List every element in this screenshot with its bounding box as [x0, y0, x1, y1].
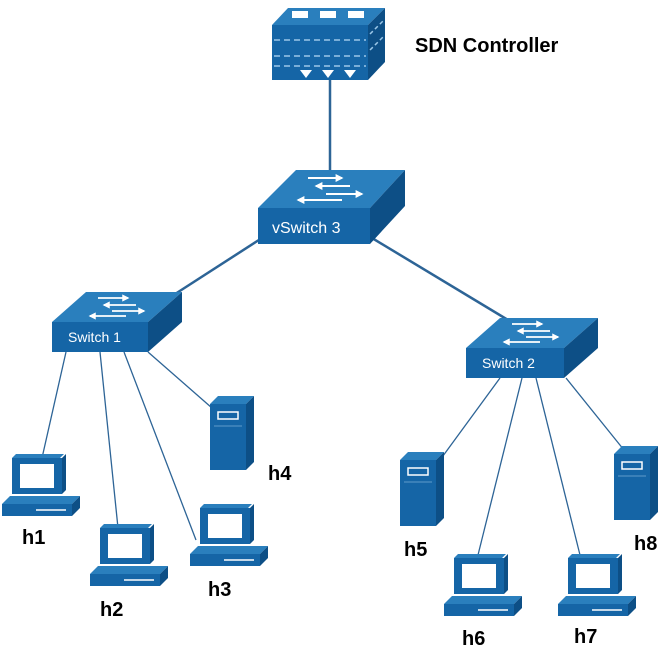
- host-h1-label: h1: [22, 527, 45, 549]
- host-h6[interactable]: [444, 554, 522, 616]
- link-switch1-h2: [99, 351, 119, 529]
- sdn-controller[interactable]: SDN Controller: [272, 8, 559, 80]
- host-h8-label: h8: [634, 533, 657, 555]
- link-switch2-h6: [477, 377, 523, 556]
- controller-label: SDN Controller: [415, 35, 559, 57]
- link-switch2-h7: [535, 377, 581, 556]
- workstation-icon: [444, 554, 522, 616]
- host-h3-label: h3: [208, 579, 231, 601]
- vswitch-label: vSwitch 3: [272, 220, 341, 237]
- server-icon: [400, 452, 444, 526]
- switch-1[interactable]: Switch 1: [52, 292, 182, 352]
- workstation-icon: [558, 554, 636, 616]
- link-switch1-h1: [41, 351, 67, 459]
- host-h6-label: h6: [462, 628, 485, 650]
- link-switch2-h8: [565, 377, 629, 456]
- host-links: [41, 351, 629, 556]
- switch-1-label: Switch 1: [68, 329, 121, 345]
- link-switch1-h3: [123, 351, 197, 541]
- server-icon: [210, 396, 254, 470]
- server-icon: [614, 446, 658, 520]
- link-switch1-h4: [147, 351, 213, 409]
- link-vswitch-switch1: [171, 236, 263, 298]
- controller-icon: [272, 8, 385, 80]
- host-h7[interactable]: [558, 554, 636, 616]
- host-h5[interactable]: [400, 452, 444, 526]
- host-h3[interactable]: [190, 504, 268, 566]
- links: [171, 78, 509, 322]
- workstation-icon: [90, 524, 168, 586]
- switch-icon: [52, 292, 182, 352]
- switch-icon: [258, 170, 405, 244]
- vswitch-3[interactable]: vSwitch 3: [258, 170, 405, 244]
- host-h7-label: h7: [574, 626, 597, 648]
- host-h4-label: h4: [268, 463, 292, 485]
- host-h4[interactable]: [210, 396, 254, 470]
- switch-2[interactable]: Switch 2: [466, 318, 598, 378]
- link-switch2-h5: [439, 377, 501, 461]
- host-h2-label: h2: [100, 599, 123, 621]
- switch-2-label: Switch 2: [482, 355, 535, 371]
- host-h2[interactable]: [90, 524, 168, 586]
- workstation-icon: [2, 454, 80, 516]
- host-h8[interactable]: [614, 446, 658, 520]
- host-h1[interactable]: [2, 454, 80, 516]
- link-vswitch-switch2: [371, 236, 509, 322]
- switch-icon: [466, 318, 598, 378]
- workstation-icon: [190, 504, 268, 566]
- host-h5-label: h5: [404, 539, 427, 561]
